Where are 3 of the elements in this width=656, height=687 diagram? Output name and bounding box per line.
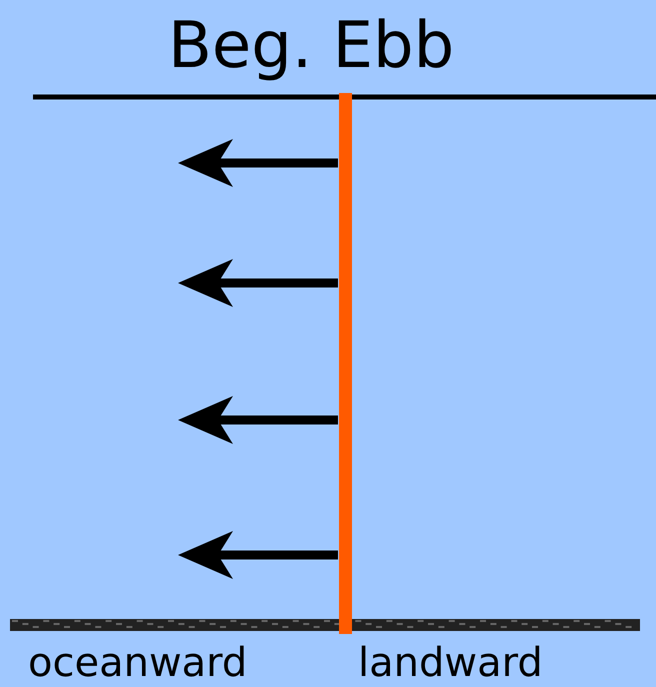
direction-label: landward — [358, 643, 543, 683]
title: Beg. Ebb — [168, 14, 454, 78]
direction-label: oceanward — [28, 643, 248, 683]
